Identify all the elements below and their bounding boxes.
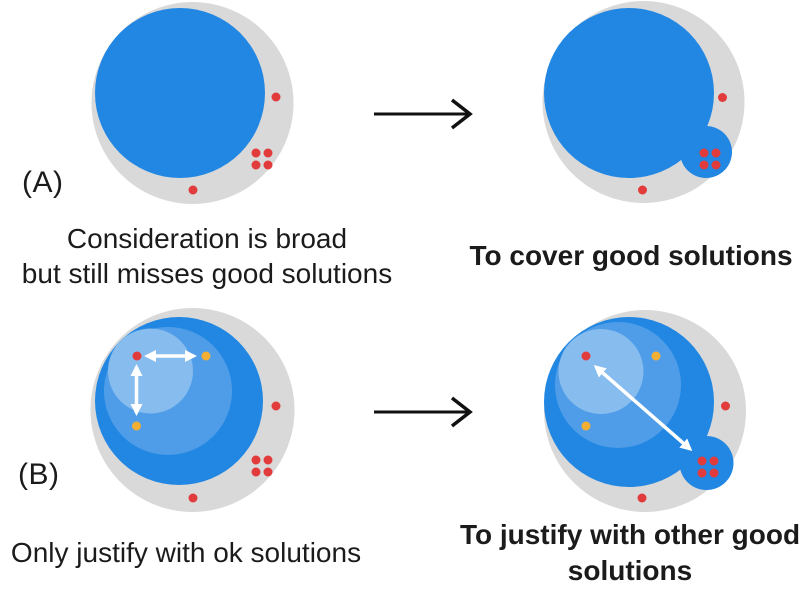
good-solution-dot (263, 148, 273, 158)
consideration-set-circle (95, 8, 265, 178)
caption-line: Only justify with ok solutions (10, 537, 362, 568)
good-solution-dot (251, 160, 261, 170)
ok-solution-dot (132, 421, 141, 431)
good-solution-dot (699, 160, 709, 170)
panel-b-after-diagram (544, 310, 746, 512)
chosen-solution-dot (132, 351, 142, 361)
good-solution-dot (709, 456, 719, 466)
good-solutions-cluster (251, 455, 273, 477)
good-solution-dot (709, 468, 719, 478)
good-solution-dot (188, 493, 198, 503)
good-solution-dot (638, 185, 647, 195)
good-solution-dot (251, 455, 261, 465)
caption-line: solutions (567, 555, 693, 586)
good-solution-dot (251, 148, 261, 158)
panel-a-before-diagram (91, 2, 294, 204)
transition-arrow-icon (374, 396, 473, 428)
good-solution-dot (251, 467, 261, 477)
good-solution-dot (711, 160, 721, 170)
panel-b-before-diagram (90, 308, 295, 512)
good-solution-dot (263, 455, 273, 465)
good-solution-dot (271, 401, 281, 411)
good-solution-dot (697, 468, 707, 478)
good-solution-dot (271, 92, 281, 102)
ok-solution-dot (581, 421, 591, 431)
chosen-solution-dot (581, 351, 591, 361)
transition-arrow-icon (374, 98, 473, 130)
panel-a-after-caption: To cover good solutions (469, 238, 792, 274)
caption-line: but still misses good solutions (21, 258, 393, 289)
panel-b-before-caption: Only justify with ok solutions (11, 535, 361, 570)
caption-line: Consideration is broad (66, 223, 348, 254)
panel-a-label: (A) (22, 166, 64, 199)
good-solutions-cluster (251, 148, 273, 170)
panel-a-before-caption: Consideration is broad but still misses … (22, 221, 392, 291)
consideration-set-circle (544, 8, 714, 178)
good-solutions-cluster (697, 456, 719, 478)
good-solution-dot (263, 160, 273, 170)
extended-consideration-bubble (679, 436, 734, 490)
good-solution-dot (699, 148, 709, 158)
good-solution-dot (263, 467, 273, 477)
ok-solution-dot (201, 351, 211, 361)
panel-a-after-diagram (542, 1, 745, 203)
justification-distance-arrow (593, 365, 693, 451)
inner-consideration-circle-light (108, 328, 193, 414)
good-solution-dot (637, 493, 647, 503)
caption-line: To cover good solutions (469, 240, 793, 271)
caption-line: To justify with other good (459, 519, 801, 550)
good-solution-dot (697, 456, 707, 466)
good-solution-dot (718, 93, 727, 102)
good-solution-dot (721, 401, 730, 411)
good-solution-dot (711, 148, 721, 158)
panel-b-label: (B) (18, 458, 60, 491)
good-solution-dot (188, 185, 198, 195)
good-solutions-cluster (699, 148, 721, 170)
ok-solution-dot (651, 351, 661, 361)
panel-b-after-caption: To justify with other good solutions (460, 517, 800, 589)
